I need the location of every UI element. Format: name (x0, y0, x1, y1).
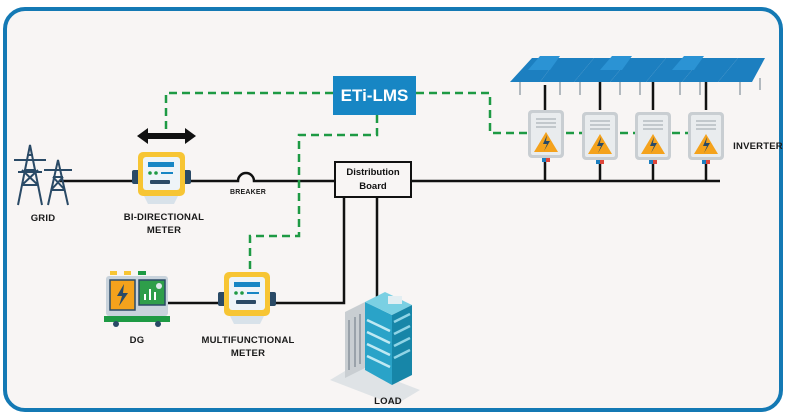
distribution-board: Distribution Board (334, 161, 412, 198)
distribution-board-line1: Distribution (346, 167, 400, 178)
inverter-icon (528, 110, 564, 162)
comm-line-lms-inverters (416, 91, 528, 135)
distribution-board-line2: Board (359, 181, 387, 192)
inverter-icon (582, 112, 618, 164)
mf-meter-label-line1: MULTIFUNCTIONAL (201, 335, 295, 346)
power-line-db-mfmeter (272, 198, 346, 305)
inverter-label: INVERTER (733, 141, 783, 152)
bi-meter-label-line1: BI-DIRECTIONAL (123, 212, 205, 223)
solar-panel-array-icon (510, 56, 765, 95)
power-line-meter-breaker-db (185, 171, 334, 183)
breaker-label: BREAKER (229, 189, 266, 196)
bi-directional-meter-label: BI-DIRECTIONAL METER (118, 211, 210, 237)
multifunctional-meter-label: MULTIFUNCTIONAL METER (198, 334, 298, 360)
inverter-group (528, 110, 724, 164)
comm-line-lms-bimeter (164, 91, 333, 130)
energy-meter-icon (218, 272, 276, 324)
inverter-icon (635, 112, 671, 164)
mf-meter-label-line2: METER (230, 348, 266, 359)
diesel-generator-icon (104, 271, 170, 327)
transmission-tower-icon (14, 144, 72, 206)
building-icon (330, 292, 420, 405)
eti-lms-box: ETi-LMS (333, 76, 416, 115)
energy-meter-icon (132, 152, 191, 204)
communication-lines (164, 91, 688, 270)
comm-line-lms-mfmeter (248, 115, 379, 270)
bi-meter-label-line2: METER (146, 225, 182, 236)
bidirectional-arrow-icon (137, 128, 196, 144)
dg-label: DG (129, 335, 145, 346)
power-line-inverter-solar (543, 78, 708, 110)
grid-label: GRID (30, 213, 56, 224)
load-label: LOAD (374, 396, 402, 407)
inverter-icon (688, 112, 724, 164)
power-line-inverter-drops (543, 160, 708, 181)
power-lines (60, 78, 720, 305)
